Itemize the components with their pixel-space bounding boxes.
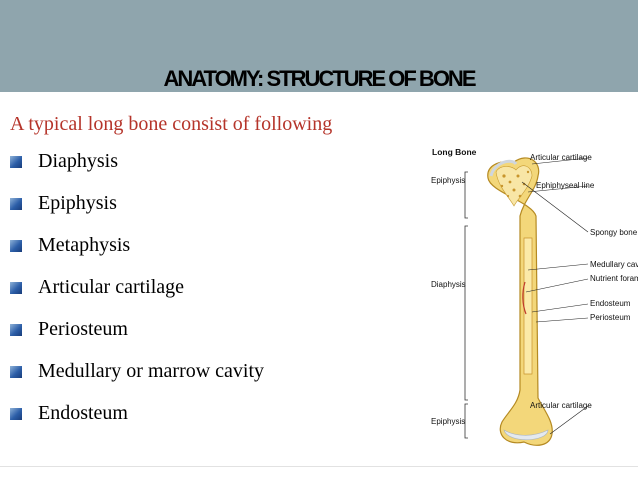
bottom-divider [0, 466, 638, 467]
label-spongy-bone: Spongy bone [590, 228, 638, 237]
bullet-text: Metaphysis [38, 234, 131, 256]
label-epiphysis-top: Epiphysis [431, 176, 465, 185]
bullet-square-icon [10, 240, 22, 252]
long-bone-diagram: Long Bone Epiphysis Diaphysis Epiphysis [431, 147, 638, 446]
bullet-square-icon [10, 324, 22, 336]
bullet-square-icon [10, 408, 22, 420]
label-nutrient-foramen: Nutrient foramen [590, 274, 638, 283]
label-periosteum: Periosteum [590, 313, 631, 322]
label-endosteum: Endosteum [590, 299, 631, 308]
bullet-square-icon [10, 198, 22, 210]
bullet-text: Epiphysis [38, 192, 117, 214]
bullet-square-icon [10, 156, 22, 168]
left-brackets [464, 171, 468, 439]
bullet-text: Articular cartilage [38, 276, 185, 298]
bullet-square-icon [10, 282, 22, 294]
diagram-title: Long Bone [432, 147, 477, 157]
header-band [0, 0, 638, 92]
leader-lines [521, 157, 589, 435]
label-articular-cartilage-top: Articular cartilage [530, 153, 592, 162]
label-articular-cartilage-bottom: Articular cartilage [530, 401, 592, 410]
bullet-text: Diaphysis [38, 150, 118, 172]
bullet-square-icon [10, 366, 22, 378]
bullet-text: Endosteum [38, 402, 128, 424]
label-epiphyseal-line: Ephiphyseal line [536, 181, 595, 190]
label-diaphysis: Diaphysis [431, 280, 466, 289]
label-epiphysis-bottom: Epiphysis [431, 417, 465, 426]
bullet-text: Medullary or marrow cavity [38, 360, 265, 382]
slide-subtitle: A typical long bone consist of following [10, 113, 333, 135]
bone-illustration [487, 157, 553, 446]
bullet-text: Periosteum [38, 318, 128, 340]
label-medullary-cavity: Medullary cavity [590, 260, 638, 269]
slide-title: ANATOMY: STRUCTURE OF BONE [163, 66, 477, 91]
